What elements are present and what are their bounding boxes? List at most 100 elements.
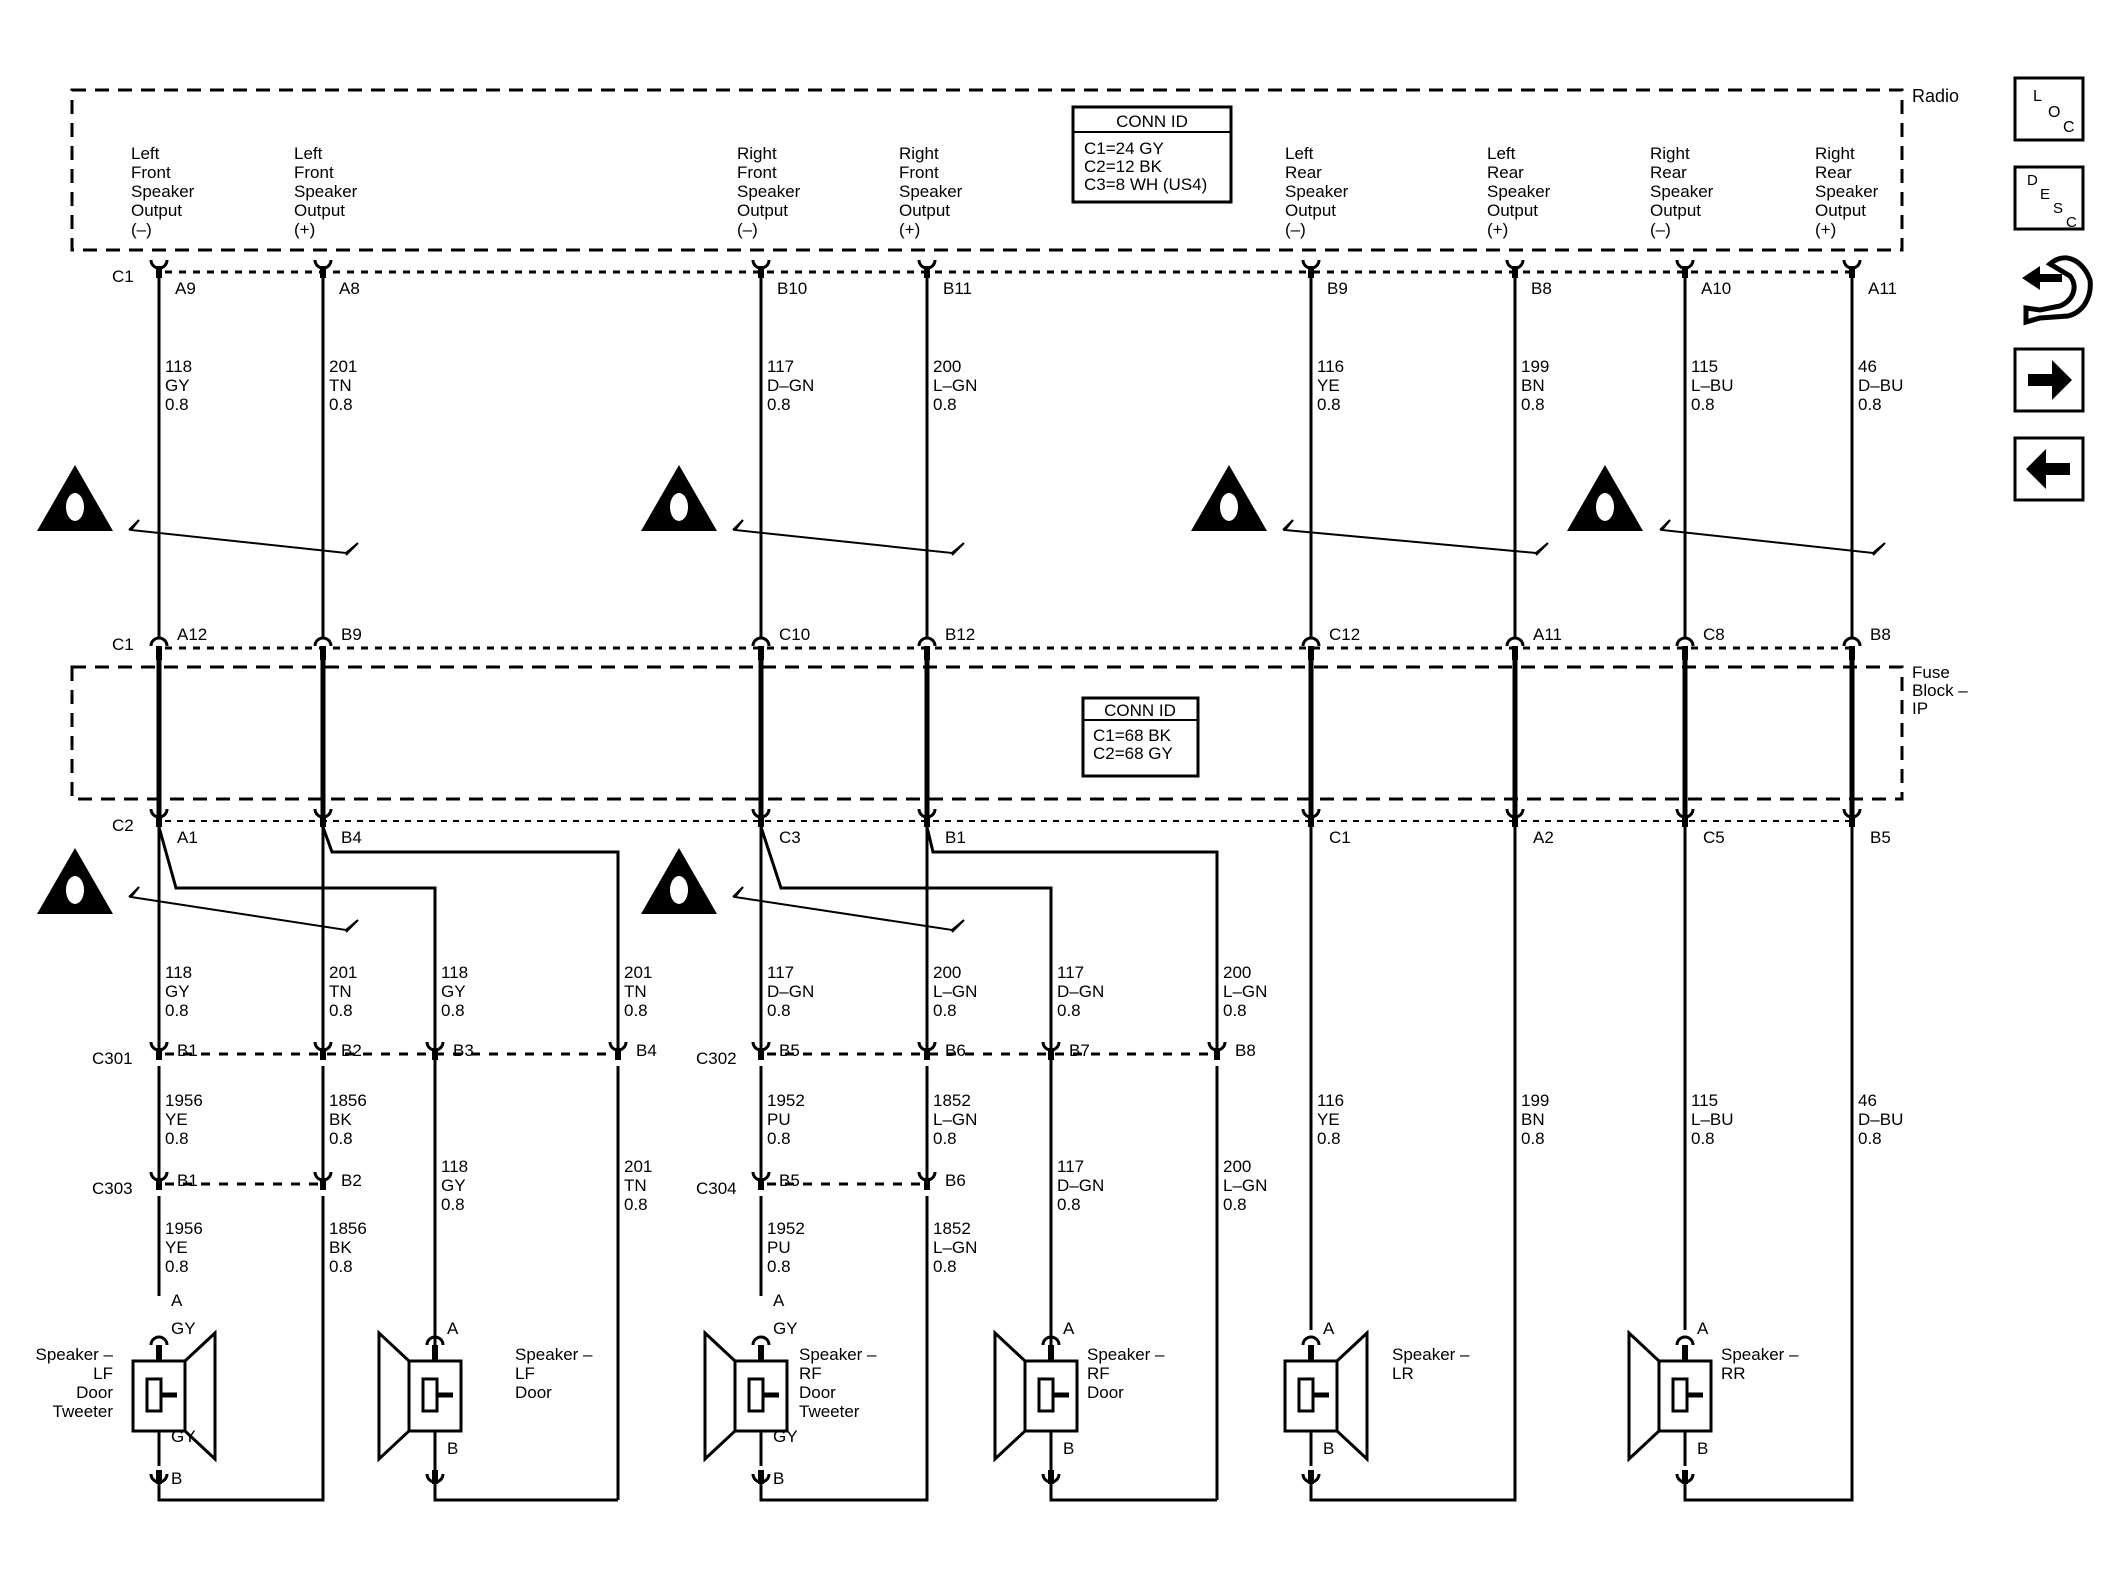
radio-pin-label: B9 xyxy=(1327,279,1348,298)
wire-label: 0.8 xyxy=(1691,1129,1715,1148)
desc-letter: E xyxy=(2040,186,2050,203)
lf-tweeter-label: Speaker – xyxy=(36,1345,114,1364)
wire-label: 118 xyxy=(165,963,192,982)
wire-label: GY xyxy=(441,982,466,1001)
speaker-wire-color: GY xyxy=(171,1319,196,1338)
radio-output-label: Output xyxy=(1285,201,1336,220)
wire-label: 1852 xyxy=(933,1219,971,1238)
radio-terminal xyxy=(924,266,930,278)
radio-output-label: Speaker xyxy=(1487,182,1551,201)
c304-pin-label: B5 xyxy=(779,1171,800,1190)
fuse-bottom-terminal xyxy=(1308,815,1314,827)
radio-output-label: Output xyxy=(737,201,788,220)
loc-button-frame xyxy=(2013,76,2085,142)
wire-label: 0.8 xyxy=(165,1001,189,1020)
wire-label: L–GN xyxy=(933,1238,977,1257)
lf-tweeter-label: Tweeter xyxy=(53,1402,114,1421)
fuse-bottom-pin-label: B4 xyxy=(341,828,362,847)
lf-door-speaker-cone xyxy=(377,1329,411,1463)
fuse-block-box xyxy=(70,665,1904,801)
wire-label: GY xyxy=(165,982,190,1001)
twisted-pair-mark xyxy=(128,886,359,933)
speaker-wire-color: GY xyxy=(171,1427,196,1446)
radio-box xyxy=(70,88,1904,252)
wire-label: D–BU xyxy=(1858,376,1903,395)
loc-button[interactable]: LOC xyxy=(2013,76,2085,142)
radio-conn-id-line: C3=8 WH (US4) xyxy=(1084,175,1207,194)
wire-label: 0.8 xyxy=(165,395,189,414)
fuse-block-label: IP xyxy=(1912,699,1928,718)
next-button[interactable] xyxy=(2013,347,2085,413)
lf-door-label: Door xyxy=(515,1383,552,1402)
wire-label: YE xyxy=(165,1238,188,1257)
radio-output-label: Front xyxy=(294,163,334,182)
wire-label: L–BU xyxy=(1691,1110,1734,1129)
terminal xyxy=(425,1335,445,1346)
radio-output-label: Rear xyxy=(1285,163,1322,182)
radio-output-label: Right xyxy=(1815,144,1855,163)
fuse-conn-id-title: CONN ID xyxy=(1104,701,1176,720)
terminal-pin xyxy=(758,646,764,660)
lf-door-label: Speaker – xyxy=(515,1345,593,1364)
terminal-pin xyxy=(156,646,162,660)
wire-label: 201 xyxy=(624,1157,652,1176)
warning-icon-mark xyxy=(66,493,84,521)
arrow-left-icon xyxy=(2026,449,2070,489)
rf-tweeter-speaker-pin-a xyxy=(758,1345,764,1361)
terminal-pin xyxy=(1512,646,1518,660)
previous-button[interactable] xyxy=(2013,436,2085,502)
fuse-block-label: Block – xyxy=(1912,681,1968,700)
radio-output-label: Speaker xyxy=(899,182,963,201)
rf-door-speaker-pin-a xyxy=(1048,1345,1054,1361)
wire-label: D–BU xyxy=(1858,1110,1903,1129)
wire-label: 0.8 xyxy=(329,1257,353,1276)
wire-label: 117 xyxy=(1057,963,1084,982)
speaker-pin-label: B xyxy=(1323,1439,1334,1458)
rf-tweeter-label: RF xyxy=(799,1364,822,1383)
fuse-bottom-terminal xyxy=(1682,815,1688,827)
fuse-bottom-pin-label: C3 xyxy=(779,828,801,847)
lf-door-label: LF xyxy=(515,1364,535,1383)
radio-output-label: Right xyxy=(737,144,777,163)
wire-label: YE xyxy=(1317,1110,1340,1129)
radio-output-label: (–) xyxy=(131,220,152,239)
wire-label: YE xyxy=(1317,376,1340,395)
fuse-bottom-terminal xyxy=(1849,815,1855,827)
radio-pin-label: B8 xyxy=(1531,279,1552,298)
wire-label: L–GN xyxy=(933,376,977,395)
rf-door-speaker-pin-b xyxy=(1048,1470,1054,1484)
desc-letter: C xyxy=(2066,214,2077,231)
wire-label: L–GN xyxy=(933,982,977,1001)
speaker-pin-label: A xyxy=(1697,1319,1709,1338)
c302-name: C302 xyxy=(696,1049,737,1068)
wire-label: 1856 xyxy=(329,1091,367,1110)
wire-label: 0.8 xyxy=(933,1257,957,1276)
c301-terminal xyxy=(432,1048,438,1060)
wire-label: 0.8 xyxy=(1317,1129,1341,1148)
c304-terminal xyxy=(924,1178,930,1190)
radio-terminal xyxy=(758,266,764,278)
wire-label: 0.8 xyxy=(624,1195,648,1214)
twisted-pair-mark xyxy=(732,519,965,556)
speaker-wire-color: GY xyxy=(773,1319,798,1338)
lf-door-return xyxy=(433,1484,618,1502)
radio-output-label: Left xyxy=(131,144,160,163)
twisted-pair-mark xyxy=(128,519,359,556)
wire-label: BN xyxy=(1521,376,1545,395)
fuse-top-pin-label: B8 xyxy=(1870,625,1891,644)
wire-label: 116 xyxy=(1317,357,1344,376)
radio-output-label: Output xyxy=(294,201,345,220)
wire-label: L–BU xyxy=(1691,376,1734,395)
c302-terminal xyxy=(1048,1048,1054,1060)
connector-icon[interactable] xyxy=(2022,255,2093,326)
wire-label: 118 xyxy=(165,357,192,376)
wire-label: 0.8 xyxy=(441,1001,465,1020)
speaker-pin-label: A xyxy=(1323,1319,1335,1338)
lf-door-neg-wire xyxy=(157,826,437,1402)
terminal xyxy=(751,1335,771,1346)
c302-terminal xyxy=(1214,1048,1220,1060)
wire-label: 0.8 xyxy=(767,1001,791,1020)
